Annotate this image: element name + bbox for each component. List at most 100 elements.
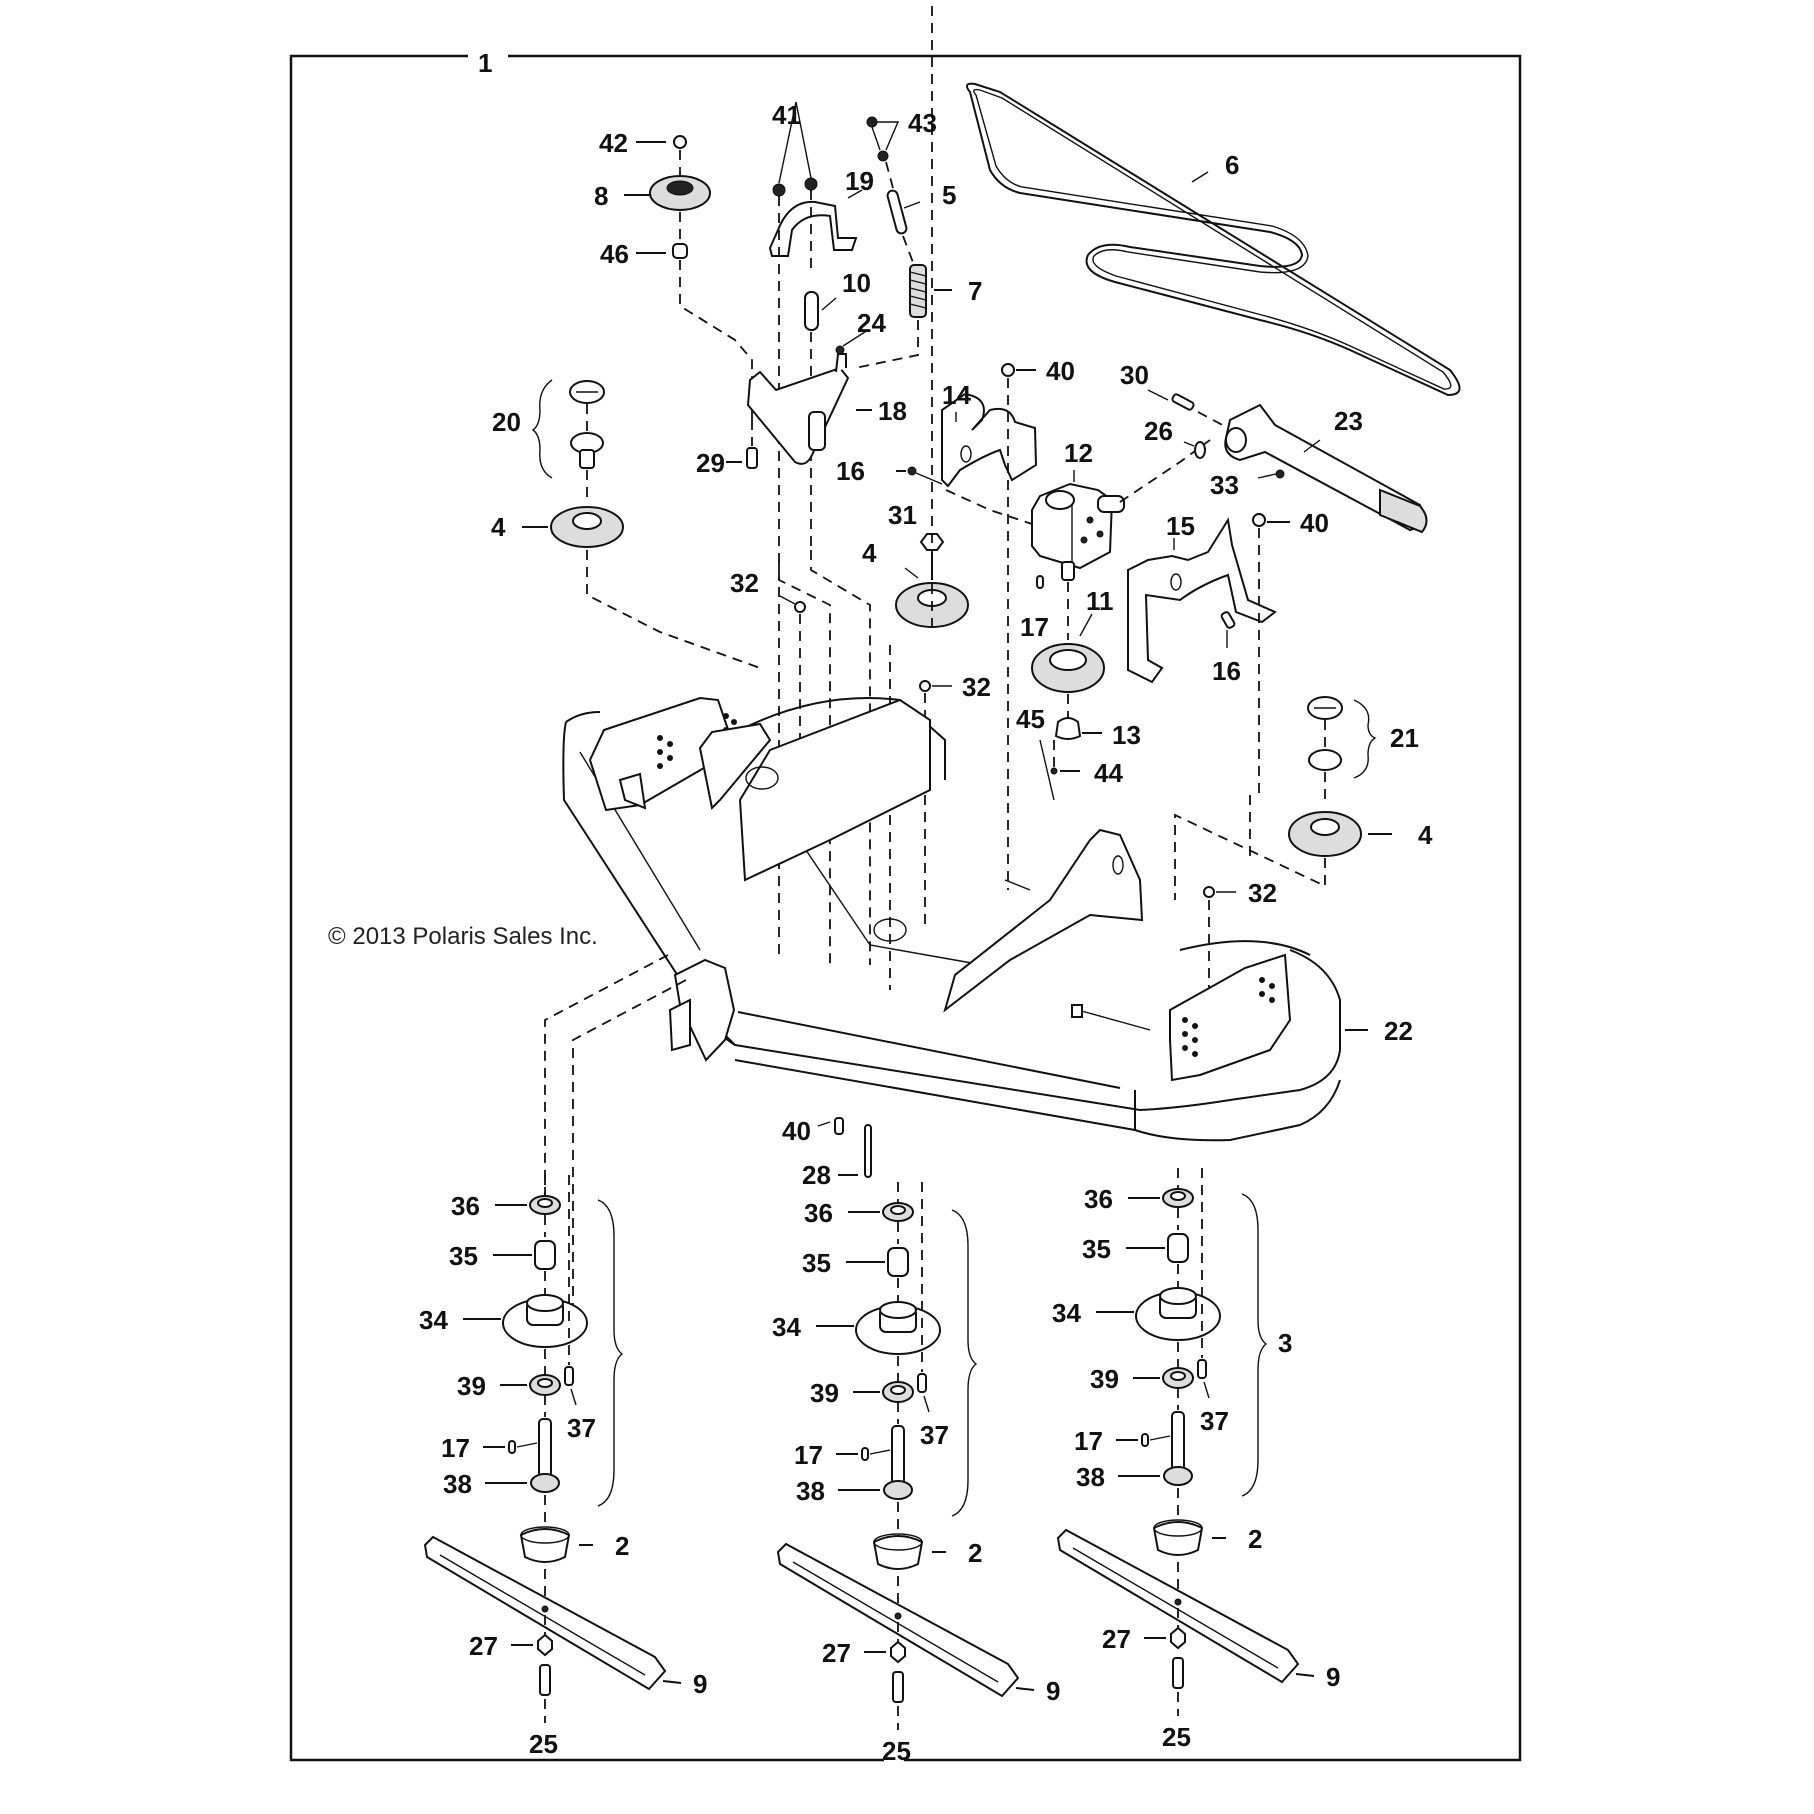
callout-42: 42 — [599, 128, 628, 158]
callout-10: 10 — [842, 268, 871, 298]
nut-32-icon — [1203, 886, 1215, 898]
washer-27-icon — [537, 1633, 553, 1657]
callout-15: 15 — [1166, 511, 1195, 541]
spacer-35-icon — [887, 1247, 909, 1277]
callout-37: 37 — [567, 1413, 596, 1443]
diagram-frame — [289, 54, 1522, 1762]
callout-39: 39 — [1090, 1364, 1119, 1394]
bolt-40-icon — [1252, 513, 1266, 527]
callout-25: 25 — [529, 1729, 558, 1759]
callout-6: 6 — [1225, 150, 1239, 180]
callout-36: 36 — [451, 1191, 480, 1221]
cup-2-icon — [872, 1535, 924, 1570]
callout-37: 37 — [920, 1420, 949, 1450]
hub-38-icon — [883, 1480, 913, 1500]
callout-36: 36 — [804, 1198, 833, 1228]
callout-45: 45 — [1016, 704, 1045, 734]
callout-16-left: 16 — [836, 456, 865, 486]
gearbox-12-icon — [1031, 439, 1211, 640]
bolt-37-icon — [1197, 1359, 1207, 1379]
callout-41: 41 — [772, 100, 801, 130]
cup-2-icon — [1152, 1521, 1204, 1556]
callout-4-right: 4 — [1418, 820, 1433, 850]
pulley-11-assembly — [1031, 613, 1105, 801]
callout-5: 5 — [942, 180, 956, 210]
callout-12: 12 — [1064, 438, 1093, 468]
callout-39: 39 — [457, 1371, 486, 1401]
callout-14: 14 — [942, 380, 971, 410]
bracket-19-icon — [768, 200, 858, 257]
bolt-40-icon — [1001, 363, 1015, 377]
callout-9: 9 — [1046, 1676, 1060, 1706]
callout-38: 38 — [1076, 1462, 1105, 1492]
drive-belt-6-icon — [965, 82, 1461, 397]
callout-35: 35 — [1082, 1234, 1111, 1264]
key-17-icon — [1141, 1433, 1149, 1447]
callout-22: 22 — [1384, 1016, 1413, 1046]
callout-33: 33 — [1210, 470, 1239, 500]
callout-34: 34 — [419, 1305, 448, 1335]
callout-3: 3 — [1278, 1328, 1292, 1358]
spindle-shaft-icon — [538, 1418, 552, 1478]
driveshaft-23-icon — [1147, 389, 1428, 534]
key-17-icon — [508, 1440, 516, 1454]
callout-18: 18 — [878, 396, 907, 426]
callout-40-bottom: 40 — [782, 1116, 811, 1146]
callout-26: 26 — [1144, 416, 1173, 446]
spring-assembly — [854, 116, 952, 369]
callout-37: 37 — [1200, 1406, 1229, 1436]
pin-30-icon — [1171, 393, 1195, 411]
pulley-4-left-assembly — [522, 379, 761, 669]
bolt-25-icon — [1172, 1657, 1184, 1689]
callout-38: 38 — [443, 1469, 472, 1499]
bolt-37-icon — [917, 1373, 927, 1393]
spacer-46-icon — [672, 243, 688, 259]
callout-40-top: 40 — [1046, 356, 1075, 386]
bolt-25-icon — [892, 1671, 904, 1703]
callout-2: 2 — [1248, 1524, 1262, 1554]
hub-38-icon — [530, 1473, 560, 1493]
callout-4-center: 4 — [862, 538, 877, 568]
callout-38: 38 — [796, 1476, 825, 1506]
oring-26-icon — [1194, 441, 1206, 459]
callout-29: 29 — [696, 448, 725, 478]
callout-32-center: 32 — [962, 672, 991, 702]
bushing-13-icon — [1054, 717, 1082, 740]
callout-7: 7 — [968, 276, 982, 306]
callout-9: 9 — [1326, 1662, 1340, 1692]
callout-8: 8 — [594, 181, 608, 211]
callout-17-top: 17 — [1020, 612, 1049, 642]
callout-27: 27 — [822, 1638, 851, 1668]
callout-11: 11 — [1086, 586, 1114, 616]
idler-arm-18-icon — [726, 329, 872, 965]
callout-40-right: 40 — [1300, 508, 1329, 538]
bracket-15-icon — [1127, 513, 1290, 800]
pin-10-icon — [804, 291, 819, 331]
key-17-icon — [1036, 575, 1044, 589]
callout-20: 20 — [492, 407, 521, 437]
callout-28: 28 — [802, 1160, 831, 1190]
spring-7-icon — [909, 264, 927, 318]
rod-5-icon — [886, 189, 908, 235]
key-17-icon — [861, 1447, 869, 1461]
callout-1: 1 — [478, 48, 492, 78]
pulley-4-right-assembly — [1174, 696, 1392, 900]
mower-deck-22-icon — [562, 696, 1341, 1142]
bolt-29-icon — [746, 447, 758, 469]
callout-35: 35 — [449, 1241, 478, 1271]
nut-32-icon — [794, 601, 806, 613]
copyright-text: © 2013 Polaris Sales Inc. — [328, 923, 598, 950]
spindle-groups: 3635343937173829272536353439371738292725… — [419, 1168, 1340, 1766]
bolt-28-icon — [864, 1124, 872, 1178]
callout-44: 44 — [1094, 758, 1123, 788]
callout-31: 31 — [888, 500, 917, 530]
spindle-shaft-icon — [1171, 1411, 1185, 1471]
hub-38-icon — [1163, 1466, 1193, 1486]
callout-36: 36 — [1084, 1184, 1113, 1214]
callout-13: 13 — [1112, 720, 1141, 750]
callout-35: 35 — [802, 1248, 831, 1278]
callout-17: 17 — [441, 1433, 470, 1463]
